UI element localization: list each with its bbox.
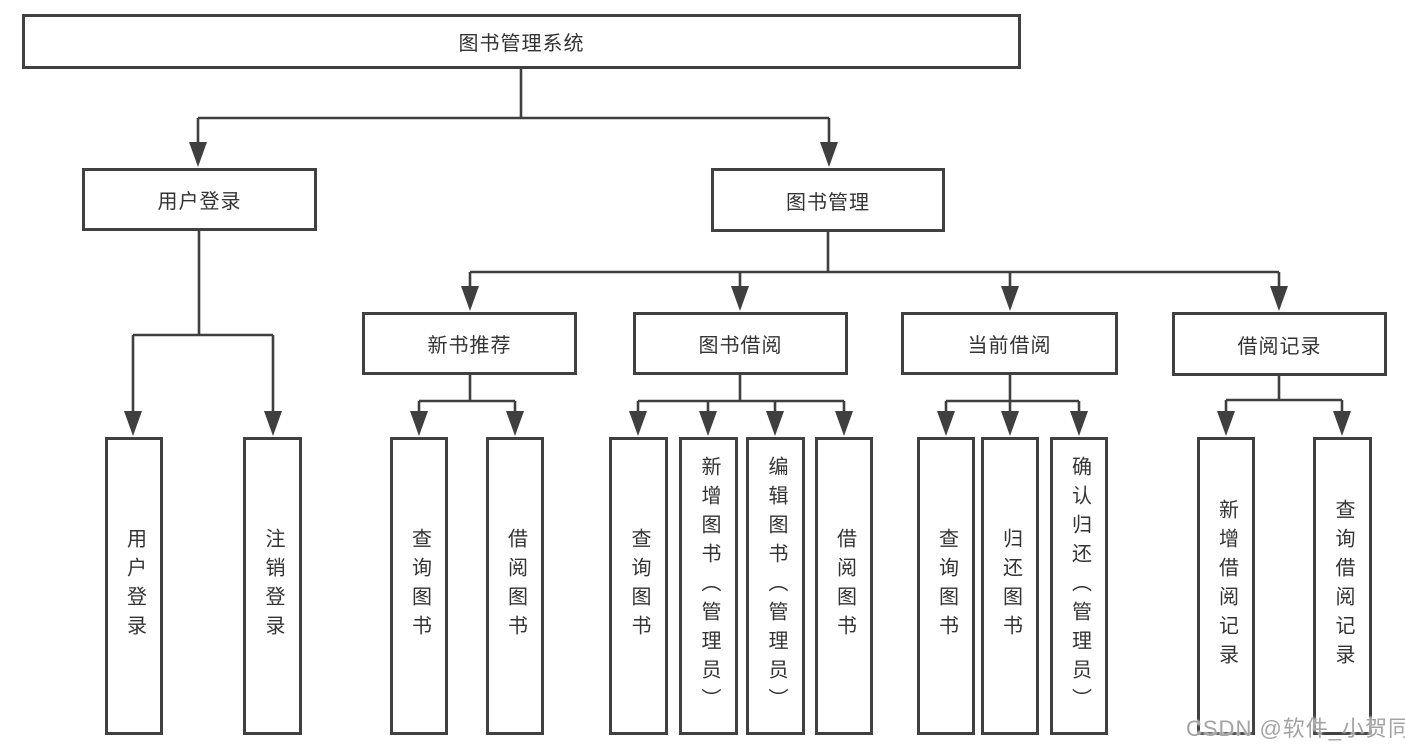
leaf-return-books-label: 归还图书 [999, 528, 1022, 644]
leaf-query-books-current: 查询图书 [917, 437, 975, 735]
node-book-borrowing-label: 图书借阅 [698, 335, 783, 357]
leaf-query-books-recommend-label: 查询图书 [408, 528, 431, 644]
leaf-add-book-admin-label: 新增图书（管理员） [698, 455, 720, 717]
node-new-book-recommend-label: 新书推荐 [427, 335, 512, 357]
leaf-logout: 注销登录 [243, 437, 302, 735]
leaf-query-borrow-record: 查询借阅记录 [1313, 437, 1372, 735]
leaf-add-book-admin: 新增图书（管理员） [679, 437, 738, 735]
leaf-return-books: 归还图书 [981, 437, 1039, 735]
connector-user-login-to-leaves [124, 231, 282, 436]
leaf-query-borrow-record-label: 查询借阅记录 [1332, 499, 1354, 673]
node-user-login-label: 用户登录 [157, 191, 242, 213]
node-book-borrowing: 图书借阅 [633, 312, 848, 375]
leaf-confirm-return-admin-label: 确认归还（管理员） [1068, 455, 1091, 717]
connector-borrowing-records-to-leaves [1217, 376, 1351, 436]
leaf-add-borrow-record: 新增借阅记录 [1197, 437, 1255, 735]
connector-book-borrowing-to-leaves [629, 375, 853, 436]
leaf-borrow-books-recommend-label: 借阅图书 [504, 528, 527, 644]
connector-root-to-level2 [189, 69, 838, 167]
leaf-user-login-label: 用户登录 [123, 528, 146, 644]
leaf-borrow-books: 借阅图书 [815, 437, 873, 735]
node-borrowing-records: 借阅记录 [1172, 312, 1387, 376]
csdn-watermark: CSDN @软件_小贺同学 [1186, 716, 1405, 741]
leaf-edit-book-admin-label: 编辑图书（管理员） [765, 455, 787, 717]
connector-new-book-to-leaves [410, 375, 524, 436]
leaf-query-books-borrowing: 查询图书 [609, 437, 668, 735]
node-root-label: 图书管理系统 [458, 33, 585, 55]
leaf-confirm-return-admin: 确认归还（管理员） [1050, 437, 1108, 735]
leaf-query-books-recommend: 查询图书 [390, 437, 448, 735]
connector-book-management-to-level3 [461, 231, 1288, 311]
leaf-edit-book-admin: 编辑图书（管理员） [746, 437, 805, 735]
node-current-borrowing-label: 当前借阅 [967, 335, 1052, 357]
node-user-login: 用户登录 [82, 168, 317, 231]
node-book-management: 图书管理 [711, 168, 945, 232]
leaf-logout-label: 注销登录 [262, 528, 284, 644]
leaf-query-books-current-label: 查询图书 [935, 528, 958, 644]
leaf-add-borrow-record-label: 新增借阅记录 [1215, 499, 1238, 673]
node-new-book-recommend: 新书推荐 [362, 312, 577, 375]
leaf-query-books-borrowing-label: 查询图书 [628, 528, 650, 644]
node-book-management-label: 图书管理 [786, 191, 870, 214]
node-root: 图书管理系统 [22, 14, 1021, 69]
node-borrowing-records-label: 借阅记录 [1237, 335, 1322, 358]
leaf-user-login: 用户登录 [105, 437, 163, 735]
connector-current-borrowing-to-leaves [937, 375, 1088, 436]
node-current-borrowing: 当前借阅 [901, 312, 1118, 375]
leaf-borrow-books-recommend: 借阅图书 [486, 437, 544, 735]
leaf-borrow-books-label: 借阅图书 [833, 528, 856, 644]
